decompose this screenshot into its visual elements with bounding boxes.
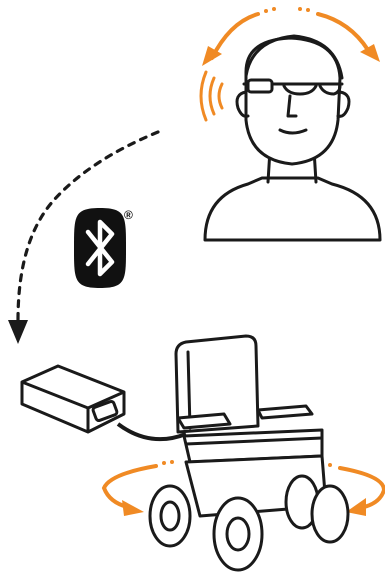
wheelchair-wheel-front-right (312, 486, 348, 542)
person-torso (205, 178, 380, 240)
power-wheelchair-icon (150, 336, 348, 570)
signal-waves-icon (201, 72, 222, 120)
connection-arrowhead (8, 320, 28, 344)
control-cable (118, 424, 186, 439)
controller-box-icon (22, 366, 124, 432)
bluetooth-registered-mark: ® (124, 208, 133, 222)
wheelchair-wheel-front-left (214, 498, 262, 570)
head-arrow-right (318, 14, 368, 50)
wheelchair-wheel-rear-left (150, 486, 190, 546)
person-head-icon (205, 36, 380, 240)
wheelchair-armrest-left (178, 414, 230, 428)
bluetooth-icon (74, 208, 126, 288)
head-arrow-right-tip (360, 44, 380, 62)
wheelchair-armrest-right (258, 406, 312, 418)
person-face (246, 38, 340, 164)
